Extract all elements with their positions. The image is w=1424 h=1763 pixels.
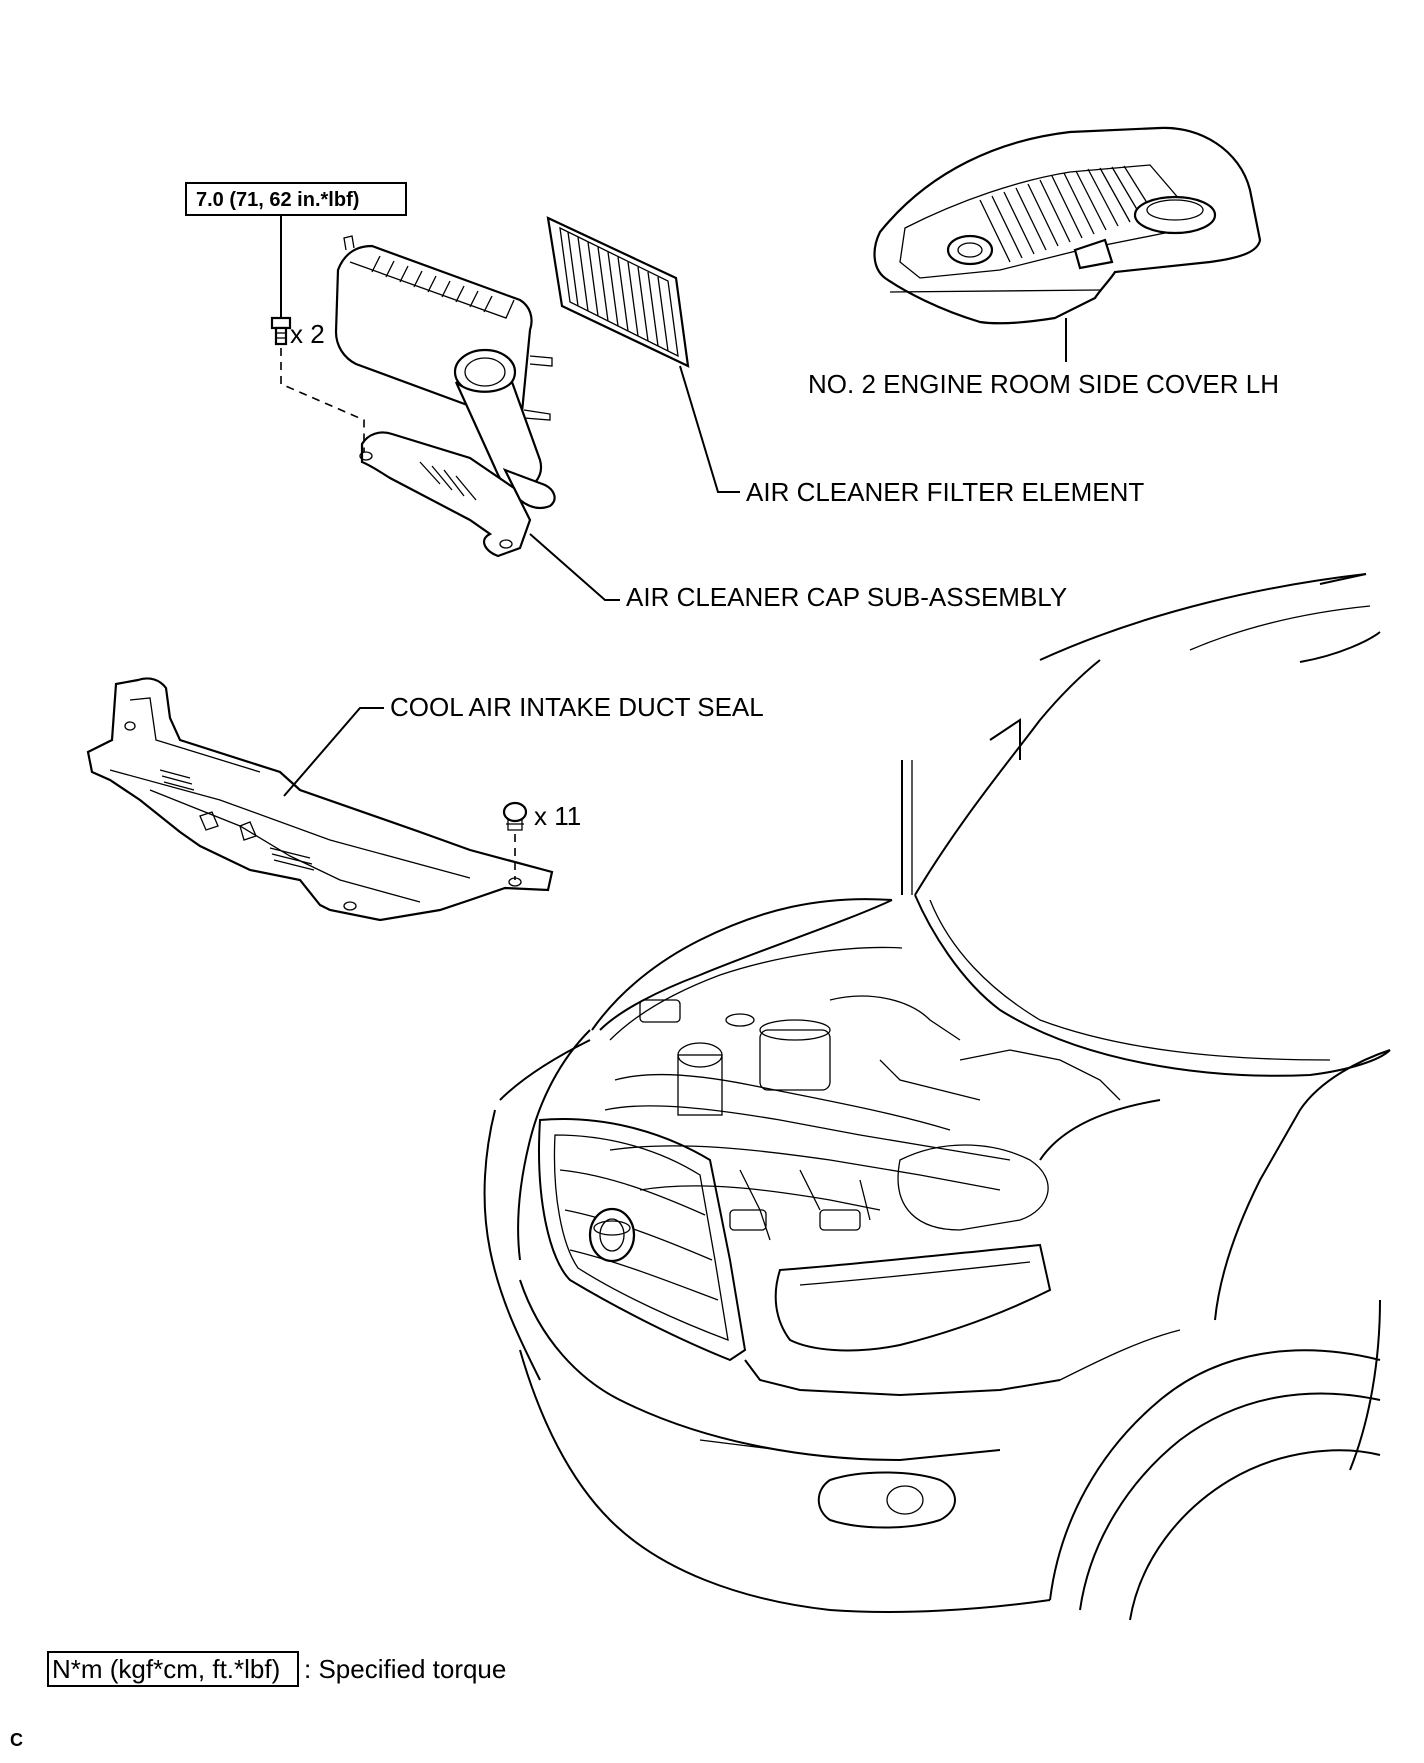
duct-seal-leader	[283, 707, 384, 797]
air-cleaner-cap-drawing	[334, 235, 556, 558]
air-filter-element-drawing	[546, 216, 690, 368]
legend-description: : Specified torque	[304, 1654, 506, 1684]
corner-code: C	[10, 1730, 23, 1750]
bolt-quantity: x 2	[290, 319, 325, 349]
filter-element-leader	[679, 365, 740, 493]
bolt-dashed-path	[280, 348, 365, 452]
cap-assembly-label: AIR CLEANER CAP SUB-ASSEMBLY	[626, 582, 1067, 612]
bolt-torque-value: 7.0 (71, 62 in.*lbf)	[196, 189, 359, 211]
clip-quantity: x 11	[534, 801, 581, 831]
engine-cover-label: NO. 2 ENGINE ROOM SIDE COVER LH	[808, 369, 1279, 399]
legend-torque-box	[47, 1651, 299, 1687]
cap-assembly-leader	[529, 533, 620, 601]
filter-element-label: AIR CLEANER FILTER ELEMENT	[746, 477, 1144, 507]
duct-seal-label: COOL AIR INTAKE DUCT SEAL	[390, 692, 764, 722]
vehicle-front-drawing	[483, 573, 1391, 1621]
duct-seal-drawing	[86, 677, 554, 922]
torque-spec-box	[185, 182, 407, 216]
legend-box-text: N*m (kgf*cm, ft.*lbf)	[52, 1654, 280, 1684]
bolt-icon	[270, 316, 292, 346]
engine-room-side-cover-drawing	[873, 126, 1262, 325]
clip-icon	[502, 801, 528, 831]
